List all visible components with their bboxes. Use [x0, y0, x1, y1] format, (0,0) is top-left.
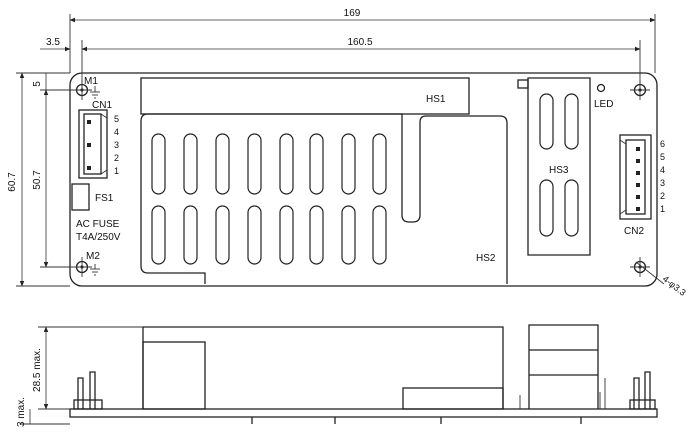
- cn2-pin-numbers: 6 5 4 3 2 1: [660, 139, 665, 214]
- dim-hole-offset: 3.5: [46, 37, 60, 48]
- label-m2: M2: [86, 251, 100, 262]
- label-m1: M1: [84, 76, 98, 87]
- dim-bottom-clearance: 3 max.: [16, 397, 27, 427]
- side-under-leads: [251, 417, 582, 424]
- svg-text:4: 4: [114, 127, 119, 137]
- connector-cn2: [619, 134, 652, 220]
- fuse-fs1: [71, 183, 90, 211]
- side-heatsink-hs3: [528, 324, 599, 409]
- cn1-pin-numbers: 5 4 3 2 1: [114, 114, 119, 176]
- dim-hole-pitch: 50.7: [32, 170, 43, 190]
- label-fuse-line1: AC FUSE: [76, 219, 120, 230]
- label-hs1: HS1: [426, 94, 446, 105]
- side-view: 28.5 max. 3 max.: [16, 324, 658, 427]
- mounting-hole-m1: [72, 80, 92, 100]
- connector-cn1: [78, 109, 108, 179]
- svg-text:3: 3: [114, 140, 119, 150]
- label-fuse-line2: T4A/250V: [76, 232, 121, 243]
- side-pcb: [69, 408, 658, 418]
- side-transformer: [142, 341, 206, 410]
- label-hole-note: 4-φ3.3: [661, 274, 688, 298]
- dim-board-width: 160.5: [347, 37, 372, 48]
- svg-text:5: 5: [114, 114, 119, 124]
- svg-text:3: 3: [660, 178, 665, 188]
- label-cn1: CN1: [92, 100, 112, 111]
- svg-text:6: 6: [660, 139, 665, 149]
- dim-component-height: 28.5 max.: [32, 348, 43, 392]
- hs3-fin-slots: [539, 93, 579, 237]
- mounting-hole-tr: [630, 80, 650, 100]
- svg-text:2: 2: [660, 191, 665, 201]
- svg-text:1: 1: [660, 204, 665, 214]
- led-indicator: [596, 83, 606, 93]
- ground-icon: [90, 86, 100, 99]
- top-view: 169 160.5 3.5 60.7 50.7 5 M1: [7, 8, 688, 298]
- side-heatsink-hs2: [142, 326, 504, 409]
- svg-text:1: 1: [114, 166, 119, 176]
- label-led: LED: [594, 99, 613, 110]
- svg-text:5: 5: [660, 152, 665, 162]
- label-hs2: HS2: [476, 253, 496, 264]
- ground-icon: [90, 264, 100, 276]
- pcb-outline: [69, 72, 658, 287]
- heatsink-hs3: [527, 77, 591, 256]
- heatsink-hs2-fins: [140, 113, 508, 284]
- side-block-2: [402, 387, 504, 410]
- svg-text:2: 2: [114, 153, 119, 163]
- label-hs3: HS3: [549, 165, 569, 176]
- dim-top-margin: 5: [32, 81, 43, 87]
- label-cn2: CN2: [624, 226, 644, 237]
- dim-overall-height: 60.7: [7, 172, 18, 192]
- side-cn2-pins: [629, 371, 656, 410]
- mounting-hole-br: [630, 257, 650, 277]
- label-fs1: FS1: [95, 193, 114, 204]
- dim-overall-width: 169: [344, 8, 361, 19]
- mounting-hole-m2: [72, 257, 92, 277]
- side-cn1-pins: [73, 371, 103, 410]
- svg-text:4: 4: [660, 165, 665, 175]
- hs2-fin-slots: [151, 133, 387, 265]
- heatsink-hs1: [140, 77, 470, 115]
